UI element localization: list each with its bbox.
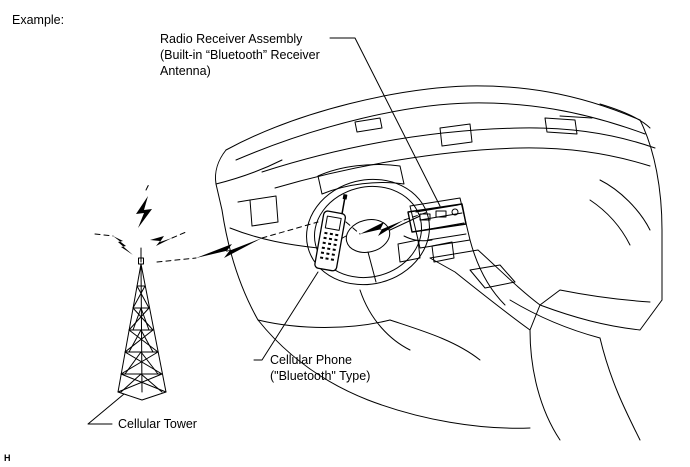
example-label: Example: [12,13,65,27]
cellular-phone-callout: Cellular Phone ("Bluetooth" Type) [270,352,370,384]
phone-callout-line-2: ("Bluetooth" Type) [270,369,371,383]
leader-lines [87,37,441,425]
signal-traces [94,181,429,263]
lightning-signal-icon [113,196,404,258]
cellular-tower-icon [117,247,167,401]
cellular-tower-callout: Cellular Tower [118,416,197,432]
radio-callout-line-1: Radio Receiver Assembly [160,32,303,46]
car-interior-icon [215,85,663,441]
radio-receiver-callout: Radio Receiver Assembly (Built-in “Bluet… [160,31,320,79]
radio-callout-line-3: Antenna) [160,64,211,78]
radio-callout-line-2: (Built-in “Bluetooth” Receiver [160,48,320,62]
figure-code: H [4,453,11,463]
tower-callout-line-1: Cellular Tower [118,417,197,431]
cellular-phone-icon [314,194,348,272]
phone-callout-line-1: Cellular Phone [270,353,352,367]
radio-receiver-icon [397,203,467,263]
